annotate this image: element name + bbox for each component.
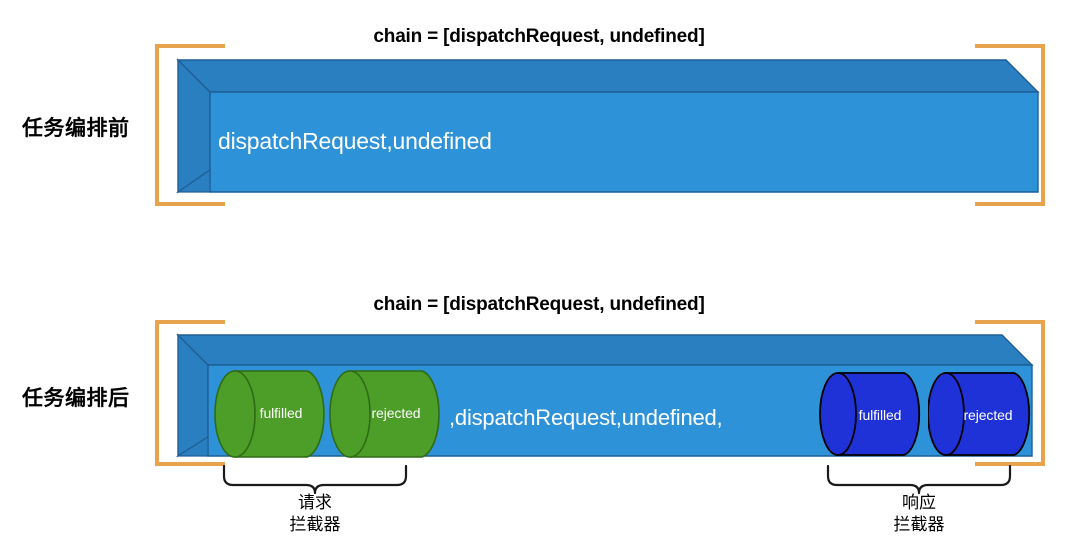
chain-box-before <box>176 58 1040 194</box>
chain-title-after: chain = [dispatchRequest, undefined] <box>373 294 705 315</box>
request-interceptor-brace <box>222 464 408 495</box>
chain-text-after: ,dispatchRequest,undefined, <box>449 405 723 430</box>
bracket-right-top <box>975 44 1045 206</box>
chain-text-before: dispatchRequest,undefined <box>218 128 492 154</box>
response-cylinder-rejected <box>928 372 1032 456</box>
row-label-before: 任务编排前 <box>22 117 130 140</box>
bracket-left-bottom <box>155 320 225 466</box>
response-interceptor-caption-line2: 拦截器 <box>893 514 945 534</box>
request-cylinder-fulfilled-label: fulfilled <box>259 405 303 421</box>
response-cylinder-fulfilled <box>819 372 922 456</box>
request-interceptor-caption-line2: 拦截器 <box>289 514 341 534</box>
request-cylinder-fulfilled <box>214 370 327 458</box>
request-cylinder-rejected <box>329 370 442 458</box>
request-cylinder-rejected-label: rejected <box>371 405 421 421</box>
chain-title-before: chain = [dispatchRequest, undefined] <box>373 26 705 47</box>
response-cylinder-rejected-label: rejected <box>963 407 1013 423</box>
response-interceptor-caption-line1: 响应 <box>902 493 936 512</box>
request-interceptor-caption-line1: 请求 <box>298 493 332 512</box>
response-interceptor-brace <box>826 464 1012 495</box>
bracket-right-bottom <box>975 320 1045 466</box>
response-cylinder-fulfilled-label: fulfilled <box>858 407 902 423</box>
response-interceptor-caption: 响应 拦截器 <box>826 492 1012 536</box>
bracket-left-top <box>155 44 225 206</box>
row-label-after: 任务编排后 <box>22 387 130 410</box>
request-interceptor-caption: 请求 拦截器 <box>222 492 408 536</box>
